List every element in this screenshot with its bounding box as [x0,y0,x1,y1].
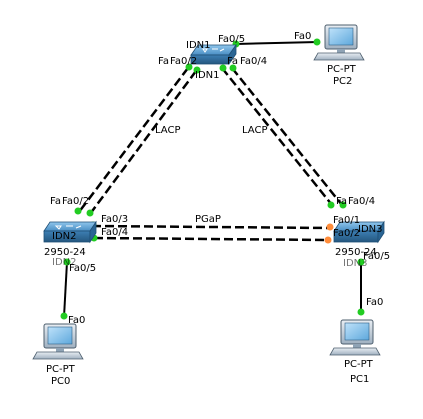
pc1-name-label: PC1 [350,374,369,385]
left-etherchannel-label: LACP [155,125,180,136]
pc0-icon[interactable] [32,323,84,360]
pc0-name-label: PC0 [51,376,70,387]
cable-idn1-idn3-a[interactable] [221,67,333,206]
idn1-port-fa05: Fa0/5 [218,34,245,45]
pc2-type-label: PC-PT [327,64,357,75]
idn1-port-fa01-partial: Fa [158,56,169,67]
pc0-port-fa0: Fa0 [68,315,85,326]
idn1-port-fa04: Fa0/4 [240,56,267,67]
cable-idn2-idn3-b[interactable] [93,236,329,242]
switch-idn2[interactable] [43,220,97,244]
idn2-port-fa03: Fa0/3 [101,214,128,225]
pc1-icon[interactable] [329,319,381,356]
idn3-port-fa01: Fa0/1 [333,215,360,226]
idn3-port-fa05: Fa0/5 [363,251,390,262]
idn1-port-fa03-partial: Fa [227,56,238,67]
idn2-model-label: 2950-24 [44,247,86,258]
idn2-port-fa05: Fa0/5 [69,263,96,274]
bottom-etherchannel-label: PGaP [195,214,221,225]
idn1-name-label: IDN1 [186,40,211,51]
right-etherchannel-label: LACP [242,125,267,136]
switch-idn1[interactable] [190,43,237,66]
idn1-sublabel: IDN1 [195,70,220,81]
cable-idn2-pc0[interactable] [63,261,68,318]
idn2-name-label: IDN2 [52,231,77,242]
pc1-type-label: PC-PT [344,359,374,370]
link-light-idn3-fa02 [324,236,332,244]
cable-idn2-idn3-a[interactable] [91,224,332,230]
pc2-port-fa0: Fa0 [294,31,311,42]
cable-idn1-idn2-a[interactable] [78,67,189,213]
idn2-port-fa02: Fa0/2 [62,196,89,207]
idn3-port-fa03-partial: Fa [336,196,347,207]
switch-idn3[interactable] [333,220,385,244]
idn2-port-fa01-partial: Fa [50,196,61,207]
idn3-port-fa04: Fa0/4 [348,196,375,207]
pc0-type-label: PC-PT [46,364,76,375]
idn3-port-fa02: Fa0/2 [333,228,360,239]
cable-idn1-idn3-b[interactable] [231,67,343,206]
link-light-idn3-fa01 [326,223,334,231]
idn3-name-label: IDN3 [358,224,383,235]
cable-idn1-idn2-b[interactable] [88,70,198,215]
idn1-port-fa02: Fa0/2 [170,56,197,67]
pc2-name-label: PC2 [333,76,352,87]
idn2-port-fa04: Fa0/4 [101,227,128,238]
idn3-sublabel: IDN3 [343,258,368,269]
idn3-model-label: 2950-24 [335,247,377,258]
idn2-sublabel: IDN2 [52,257,77,268]
cable-idn1-pc2[interactable] [235,41,319,45]
pc1-port-fa0: Fa0 [366,297,383,308]
pc2-icon[interactable] [313,24,365,61]
